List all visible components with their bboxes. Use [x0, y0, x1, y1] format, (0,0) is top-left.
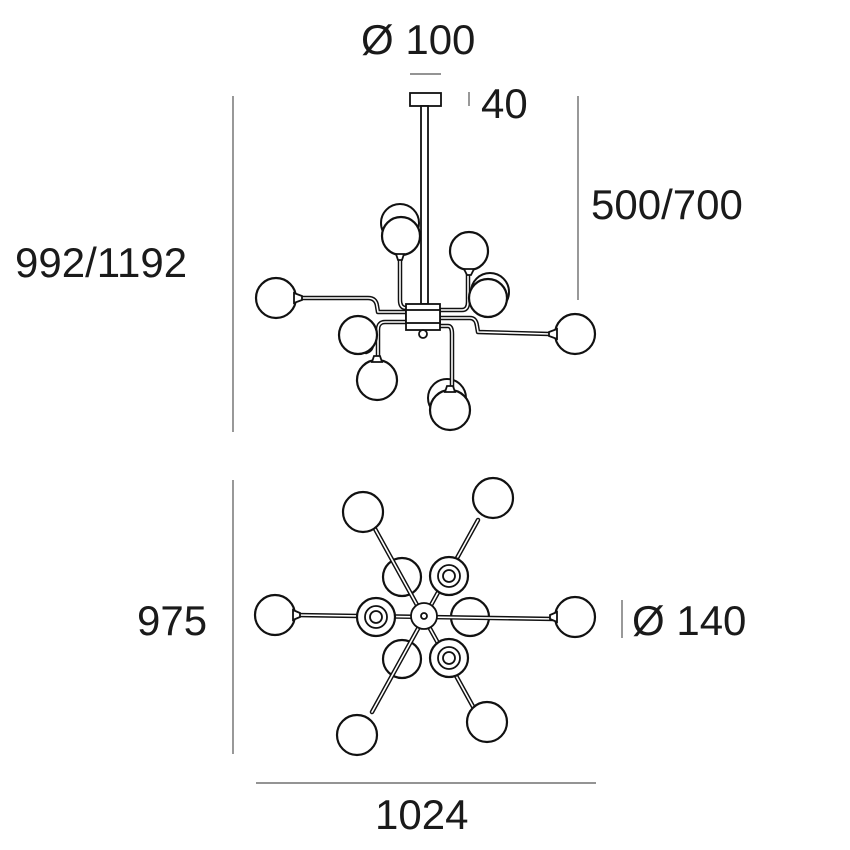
globe-upper-left: [380, 215, 422, 257]
total-height-label: 992/1192: [15, 239, 187, 286]
plan-globe-w: [253, 593, 297, 637]
plan-globe-sw: [335, 713, 379, 757]
globe-lower-left: [355, 358, 399, 402]
plan-globe-socket-se: [428, 637, 470, 679]
canopy-diameter-label: Ø 100: [361, 16, 475, 63]
total-width-label: 1024: [375, 791, 468, 838]
central-hub-band: [405, 309, 441, 324]
suspension-rod: [420, 105, 429, 305]
plan-neck-e: [549, 610, 558, 624]
plan-globe-e: [553, 595, 597, 639]
globe-neck-lower-left: [370, 355, 384, 363]
ceiling-canopy: [409, 92, 442, 107]
globe-mid-right: [467, 277, 509, 319]
plan-globe-socket-ne: [428, 555, 470, 597]
plan-globe-nw: [341, 490, 385, 534]
plan-globe-se: [465, 700, 509, 744]
globe-upper-right: [448, 230, 490, 272]
globe-mid-left: [337, 314, 379, 356]
elevation-view: [254, 92, 597, 432]
globe-lower-right: [428, 388, 472, 432]
dimension-lines: [232, 73, 623, 784]
plan-view: [253, 476, 597, 757]
plan-depth-label: 975: [137, 597, 207, 644]
canopy-height-label: 40: [481, 80, 528, 127]
plan-globe-socket-w: [355, 596, 397, 638]
plan-globe-ne: [471, 476, 515, 520]
drop-height-label: 500/700: [591, 181, 743, 228]
globe-diameter-label: Ø 140: [632, 597, 746, 644]
globe-neck-upper-left: [394, 253, 406, 261]
globe-neck-lower-right: [443, 385, 457, 393]
plan-neck-w: [292, 608, 301, 622]
globe-neck-far-right: [548, 327, 558, 341]
globe-far-left: [254, 276, 298, 320]
hub-screw: [418, 329, 428, 339]
globe-neck-far-left: [293, 291, 303, 305]
plan-hub-center: [420, 612, 428, 620]
globe-far-right: [553, 312, 597, 356]
globe-neck-upper-right: [462, 268, 476, 276]
